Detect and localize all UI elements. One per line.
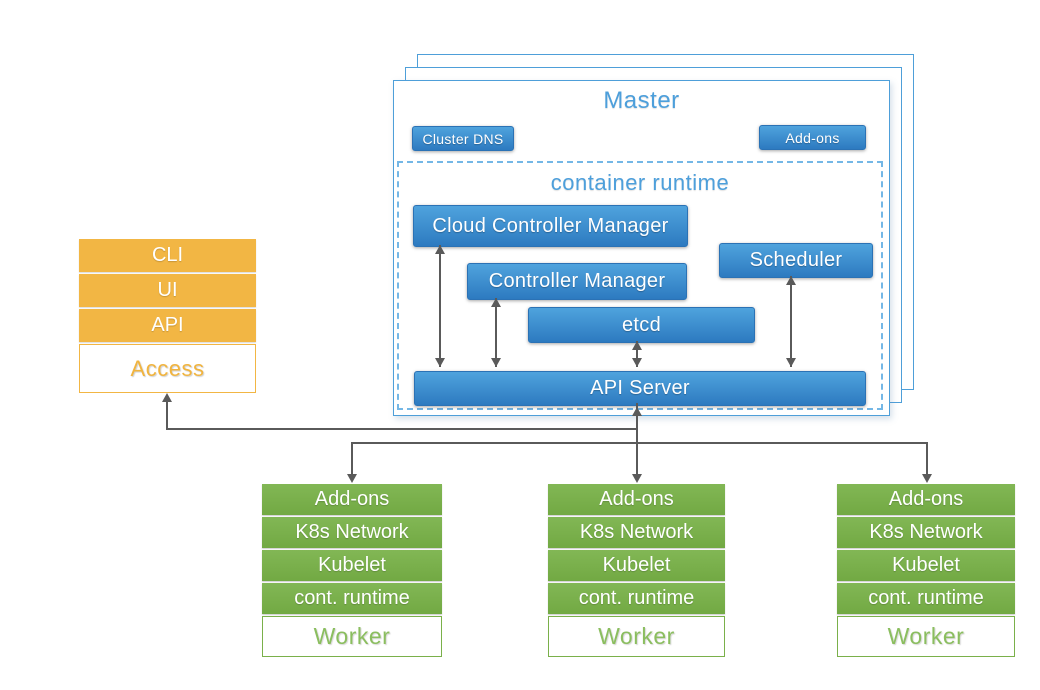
connector-worker3-vertical [926,444,928,474]
worker1-row-k8s-network: K8s Network [262,517,442,548]
worker1-row-addons: Add-ons [262,484,442,515]
connector-worker1-vertical [351,444,353,474]
worker3-row-cont-runtime: cont. runtime [837,583,1015,614]
cluster-dns-node: Cluster DNS [412,126,514,151]
access-item-cli: CLI [79,239,256,272]
access-base-label: Access [79,344,256,393]
cloud-controller-manager-node: Cloud Controller Manager [413,205,688,247]
arrow-scheduler-apiserver [786,276,796,367]
arrowhead-to-worker3 [922,474,932,483]
connector-access-vertical [166,402,168,430]
arrow-controllermanager-apiserver [491,298,501,367]
etcd-node: etcd [528,307,755,343]
master-title: Master [603,87,680,114]
connector-worker-bus [351,442,928,444]
worker2-row-cont-runtime: cont. runtime [548,583,725,614]
worker1-row-kubelet: Kubelet [262,550,442,581]
worker1-base-label: Worker [262,616,442,657]
worker3-row-k8s-network: K8s Network [837,517,1015,548]
connector-apiserver-vertical [636,403,638,444]
arrowhead-to-worker2 [632,474,642,483]
arrow-etcd-apiserver [632,341,642,367]
worker-stack-3: Add-ons K8s Network Kubelet cont. runtim… [837,484,1015,657]
connector-access-horizontal [166,428,638,430]
access-item-ui: UI [79,274,256,307]
worker2-row-addons: Add-ons [548,484,725,515]
api-server-node: API Server [414,371,866,406]
access-stack: CLI UI API Access [79,239,256,393]
addons-master-node: Add-ons [759,125,866,150]
arrowhead-to-access [162,393,172,402]
worker2-base-label: Worker [548,616,725,657]
arrowhead-to-apiserver [632,407,642,416]
controller-manager-node: Controller Manager [467,263,687,300]
access-item-api: API [79,309,256,342]
worker1-row-cont-runtime: cont. runtime [262,583,442,614]
worker2-row-kubelet: Kubelet [548,550,725,581]
arrowhead-to-worker1 [347,474,357,483]
worker3-row-kubelet: Kubelet [837,550,1015,581]
worker-stack-2: Add-ons K8s Network Kubelet cont. runtim… [548,484,725,657]
arrow-ccm-apiserver [435,245,445,367]
worker3-row-addons: Add-ons [837,484,1015,515]
worker2-row-k8s-network: K8s Network [548,517,725,548]
connector-worker2-vertical [636,444,638,474]
container-runtime-box: container runtime Cloud Controller Manag… [397,161,883,410]
scheduler-node: Scheduler [719,243,873,278]
container-runtime-label: container runtime [550,170,730,195]
worker-stack-1: Add-ons K8s Network Kubelet cont. runtim… [262,484,442,657]
worker3-base-label: Worker [837,616,1015,657]
